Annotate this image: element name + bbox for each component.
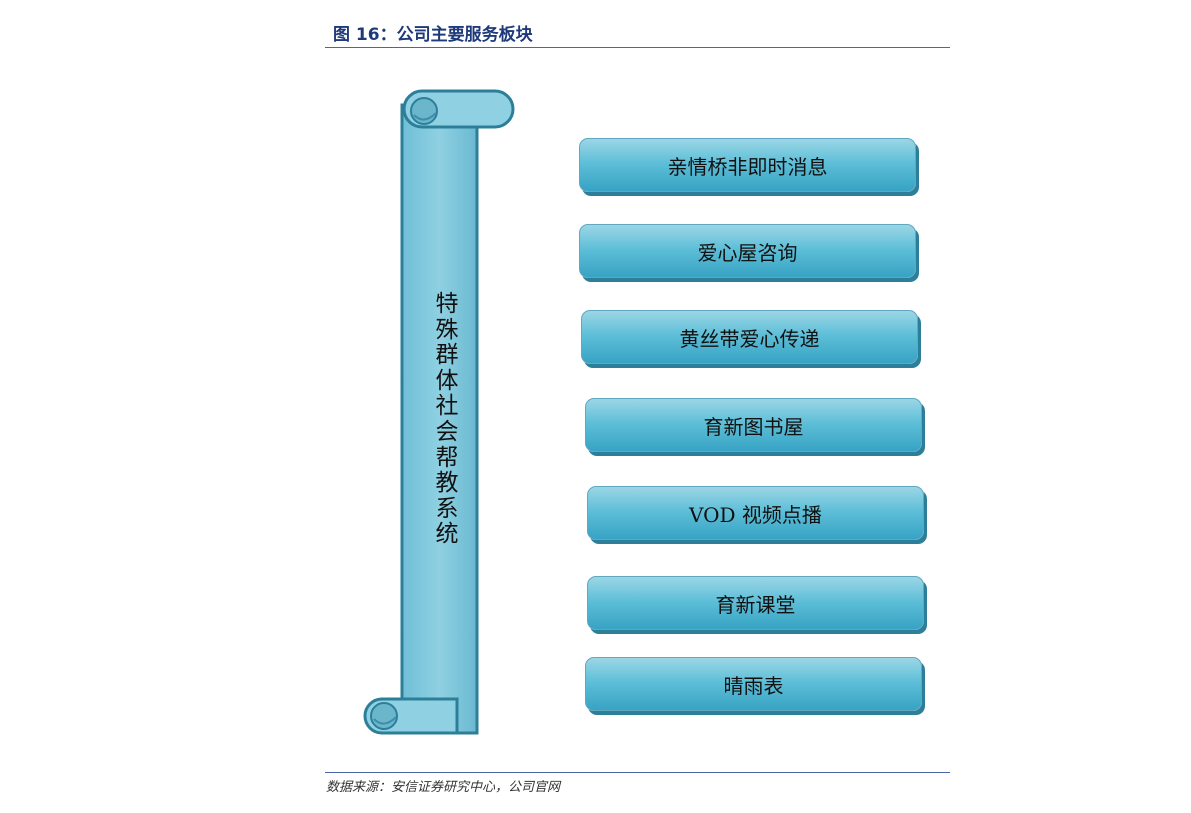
source-note: 数据来源：安信证券研究中心，公司官网 <box>326 780 561 795</box>
module-5: 育新课堂 <box>587 576 924 630</box>
title-divider <box>325 47 950 48</box>
scroll-banner <box>363 89 515 735</box>
module-1: 爱心屋咨询 <box>579 224 916 278</box>
module-6: 晴雨表 <box>585 657 922 711</box>
system-label: 特殊群体社会帮教系统 <box>435 291 459 548</box>
module-2: 黄丝带爱心传递 <box>581 310 918 364</box>
module-4: VOD 视频点播 <box>587 486 924 540</box>
scroll-bottom-roll <box>370 702 398 730</box>
module-0: 亲情桥非即时消息 <box>579 138 916 192</box>
module-3: 育新图书屋 <box>585 398 922 452</box>
figure-title: 图 16：公司主要服务板块 <box>333 25 533 45</box>
source-divider <box>325 772 950 773</box>
scroll-body <box>400 103 479 735</box>
